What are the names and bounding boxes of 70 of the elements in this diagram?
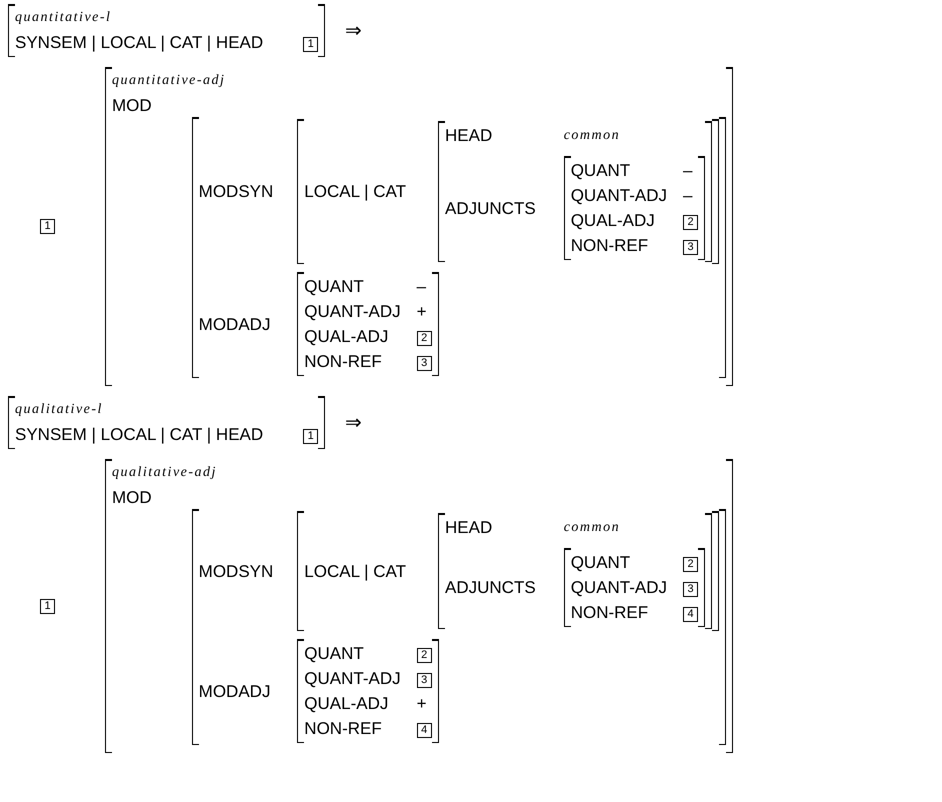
feature-name: NON-REF (570, 235, 648, 257)
feature-value: – (683, 185, 692, 207)
tag-box: 1 (40, 219, 55, 234)
feature-name: SYNSEM | LOCAL | CAT | HEAD (15, 424, 264, 446)
attribute-value-matrix (297, 639, 439, 743)
feature-value: + (416, 693, 427, 715)
feature-name: QUANT (570, 160, 630, 182)
feature-name: QUANT (304, 276, 364, 298)
attribute-value-matrix (297, 272, 439, 376)
type-label: quantitative-adj (112, 72, 226, 90)
tag-box: 4 (683, 606, 698, 622)
tag-box: 1 (40, 598, 55, 614)
tag-box: 2 (416, 330, 432, 346)
type-label: qualitative-l (15, 401, 103, 419)
feature-name: MOD (112, 487, 152, 509)
feature-name: QUANT-ADJ (570, 185, 668, 207)
feature-name: QUANT (570, 552, 630, 574)
feature-name: MODADJ (198, 680, 270, 702)
feature-name: HEAD (445, 125, 492, 147)
implication-arrow: ⇒ (345, 18, 362, 44)
attribute-value-matrix (438, 121, 712, 262)
tag-box: 3 (683, 582, 698, 596)
feature-name: MOD (112, 95, 152, 117)
type-label: quantitative-l (15, 9, 112, 27)
feature-name: LOCAL | CAT (304, 181, 406, 203)
feature-name: QUAL-ADJ (570, 210, 655, 232)
feature-value: + (416, 301, 427, 323)
tag-box: 3 (416, 672, 432, 688)
feature-name: NON-REF (304, 351, 382, 373)
tag-box: 2 (683, 556, 698, 572)
implication-arrow: ⇒ (345, 410, 362, 436)
feature-name: QUAL-ADJ (304, 326, 388, 348)
feature-name: QUAL-ADJ (304, 693, 388, 715)
attribute-value-matrix (105, 459, 734, 753)
attribute-value-matrix (297, 119, 720, 264)
tag-box: 3 (683, 240, 698, 254)
feature-name: ADJUNCTS (445, 577, 536, 599)
feature-name: QUANT (304, 643, 364, 665)
feature-name: QUANT-ADJ (304, 668, 401, 690)
feature-name: MODSYN (198, 181, 274, 203)
feature-name: ADJUNCTS (445, 198, 536, 220)
feature-value: common (564, 126, 620, 144)
feature-name: MODADJ (198, 314, 270, 336)
feature-value: – (683, 160, 692, 182)
attribute-value-matrix (297, 511, 720, 631)
feature-name: NON-REF (304, 718, 382, 740)
feature-name: HEAD (445, 517, 492, 539)
tag-box: 4 (416, 722, 432, 738)
attribute-value-matrix (438, 513, 712, 629)
attribute-value-matrix (192, 117, 726, 378)
tag-box: 2 (416, 648, 432, 662)
feature-name: QUANT-ADJ (304, 301, 401, 323)
tag-box: 2 (683, 214, 698, 230)
attribute-value-matrix (564, 156, 706, 260)
feature-name: NON-REF (570, 602, 648, 624)
feature-value: common (564, 518, 620, 536)
tag-box: 3 (416, 356, 432, 370)
feature-name: MODSYN (198, 560, 274, 582)
attribute-value-matrix (8, 396, 326, 449)
feature-name: QUANT-ADJ (570, 577, 668, 599)
feature-name: LOCAL | CAT (304, 560, 406, 583)
feature-value: – (416, 276, 426, 298)
type-label: qualitative-adj (112, 464, 217, 482)
attribute-value-matrix (192, 509, 726, 745)
attribute-value-matrix (564, 548, 706, 627)
attribute-value-matrix (8, 4, 326, 57)
tag-box: 1 (303, 36, 318, 52)
attribute-value-matrix (105, 67, 734, 386)
tag-box: 1 (303, 428, 318, 444)
feature-name: SYNSEM | LOCAL | CAT | HEAD (15, 32, 264, 54)
